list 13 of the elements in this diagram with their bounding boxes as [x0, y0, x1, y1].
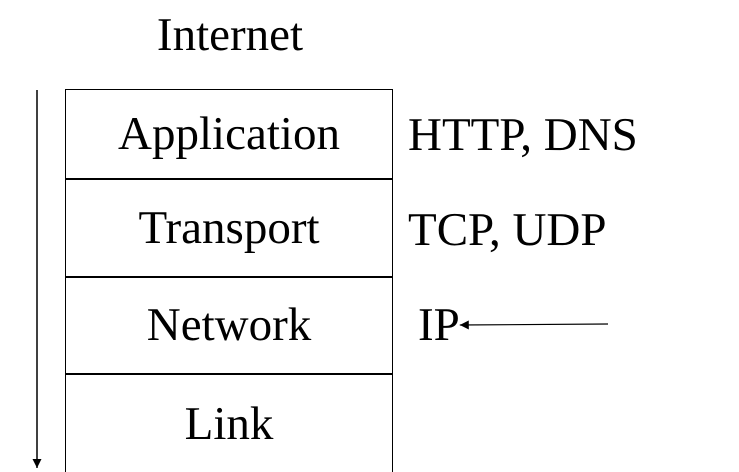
layer-label: Network — [146, 302, 312, 349]
layer-label: Transport — [138, 204, 320, 252]
protocol-label: HTTP, DNS — [408, 112, 638, 159]
layer-box — [65, 89, 393, 179]
layer-label: Link — [184, 400, 274, 448]
layer-box — [65, 374, 393, 472]
protocol-label: IP — [418, 302, 460, 348]
layer-box — [65, 277, 393, 374]
arrow — [460, 320, 608, 330]
title: Internet — [156, 12, 304, 59]
layer-box — [65, 179, 393, 277]
protocol-label: TCP, UDP — [408, 207, 607, 254]
layer-label: Application — [118, 110, 340, 158]
